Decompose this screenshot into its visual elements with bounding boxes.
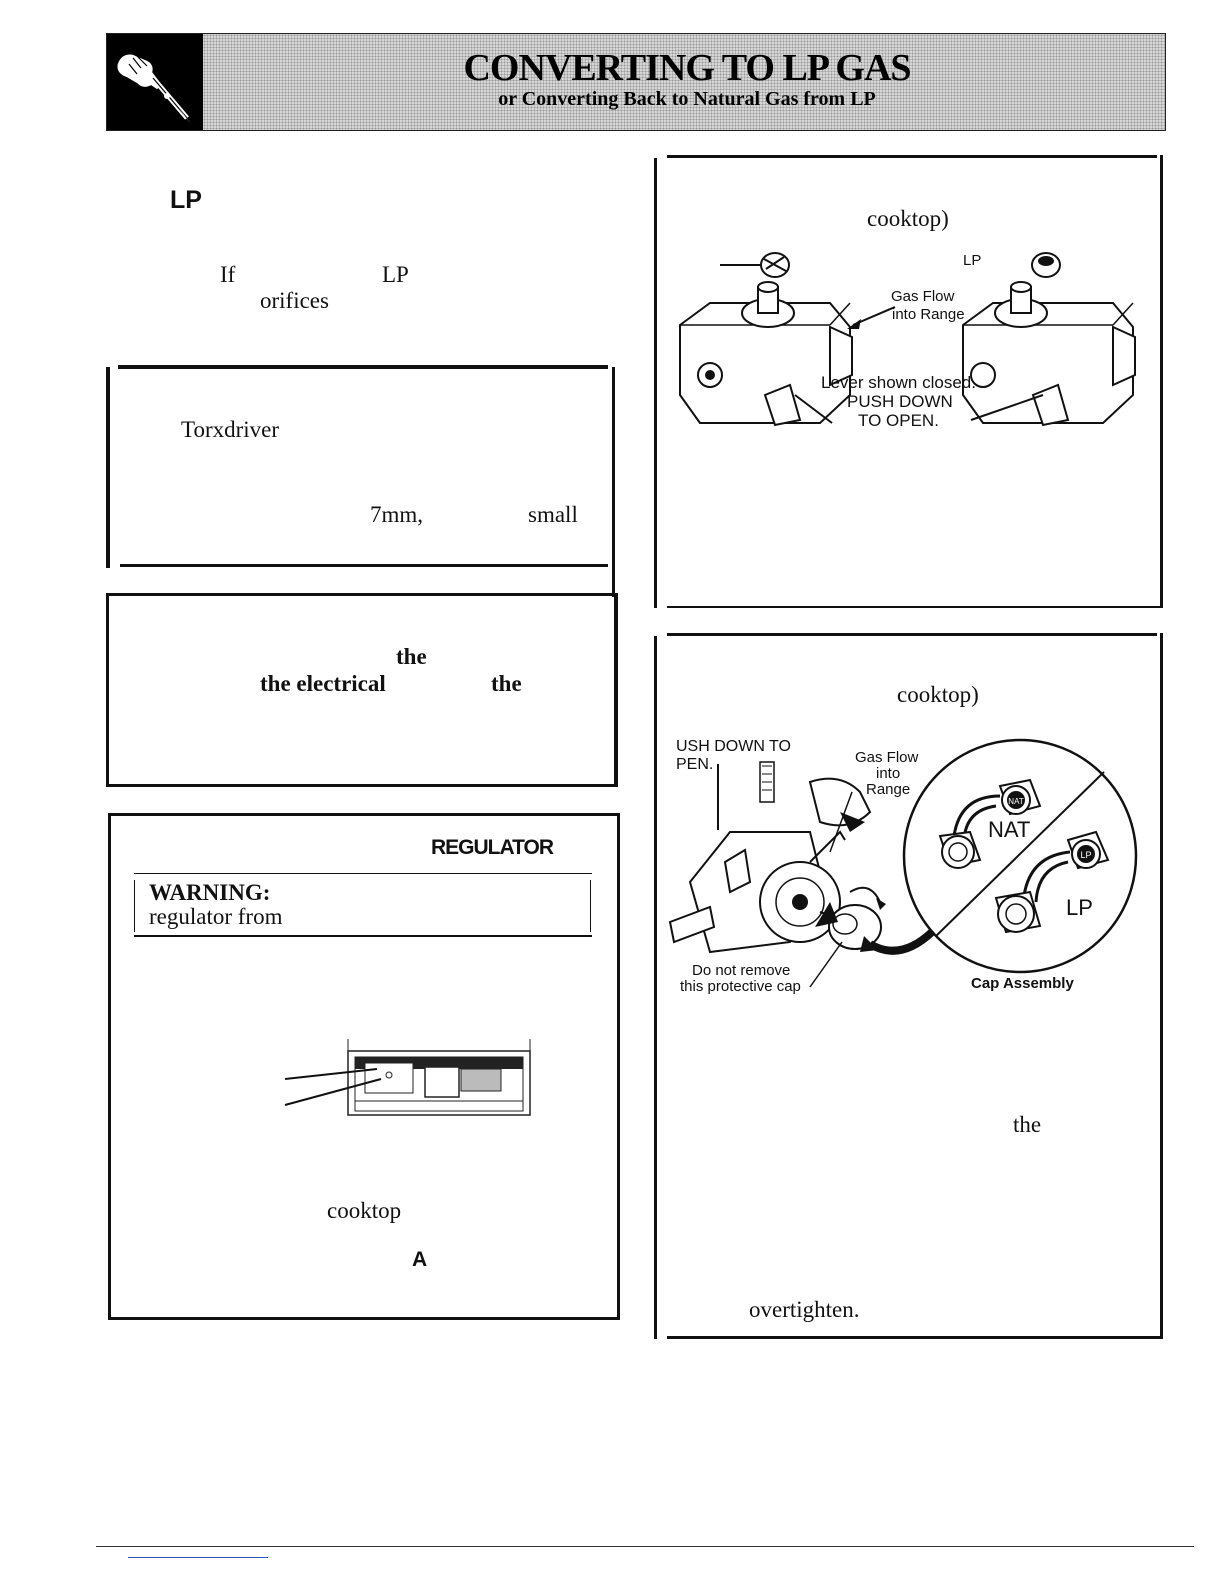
intro-fragment-orifices: orifices: [260, 288, 329, 313]
intro-fragment-if: If: [220, 262, 236, 287]
valve-label-gas-flow: Gas Flow: [891, 288, 955, 305]
tools-fragment-small: small: [528, 502, 578, 527]
cap-label-range: Range: [866, 781, 911, 798]
cap-label-nat: NAT: [988, 817, 1031, 842]
valve-label-into-range: into Range: [892, 306, 965, 323]
cap-assembly-inset: NAT LP: [902, 738, 1138, 974]
regulator-fragment-cooktop: cooktop: [327, 1198, 402, 1223]
lp-badge-text: LP: [1080, 850, 1091, 860]
footer-link-underline: [128, 1557, 268, 1558]
warning-text: regulator from: [149, 904, 283, 929]
valve-label-to-open: TO OPEN.: [858, 411, 939, 430]
cap-label-lp: LP: [1066, 895, 1093, 920]
cap-fragment-overtighten: overtighten.: [749, 1297, 860, 1322]
valve-label-lp: LP: [963, 252, 982, 269]
hand-tool-icon: [107, 34, 203, 130]
power-fragment-the-1: the: [396, 644, 427, 669]
tools-fragment-torxdriver: Torxdriver: [181, 417, 280, 442]
cap-label-pen: PEN.: [676, 756, 714, 773]
nat-badge-text: NAT: [1008, 797, 1024, 806]
cap-label-cap-assembly: Cap Assembly: [971, 975, 1074, 992]
regulator-fragment-a: A: [412, 1248, 428, 1271]
page-title: CONVERTING TO LP GAS: [463, 47, 911, 89]
warning-label: WARNING:: [149, 880, 271, 905]
valve-label-lever-closed: Lever shown closed.: [821, 373, 976, 392]
footer-rule: [96, 1546, 1194, 1547]
tools-fragment-7mm: 7mm,: [370, 502, 424, 527]
page-subtitle: or Converting Back to Natural Gas from L…: [498, 88, 876, 110]
cap-valve-drawing: [668, 761, 935, 988]
gas-flow-arrow: [847, 306, 896, 329]
cap-label-into: into: [876, 765, 901, 782]
regulator-heading: REGULATOR: [431, 836, 554, 859]
valve-lp-drawing: [962, 252, 1136, 427]
power-fragment-the-2: the: [491, 671, 522, 696]
cap-label-gas-flow: Gas Flow: [855, 749, 919, 766]
valve-fragment-cooktop: cooktop): [867, 206, 949, 231]
power-fragment-the-electrical: the electrical: [260, 671, 386, 696]
regulator-drawing: [284, 1039, 531, 1116]
lp-heading: LP: [170, 186, 202, 214]
cap-label-protective-cap: this protective cap: [680, 978, 801, 995]
intro-fragment-lp: LP: [382, 262, 409, 287]
cap-label-do-not-remove: Do not remove: [692, 962, 791, 979]
valve-label-push-down: PUSH DOWN: [847, 392, 953, 411]
cap-fragment-cooktop: cooktop): [897, 682, 979, 707]
cap-label-push-down: USH DOWN TO: [676, 738, 791, 755]
cap-fragment-the: the: [1013, 1112, 1042, 1137]
valve-nat-drawing: [679, 252, 853, 427]
header-banner: CONVERTING TO LP GAS or Converting Back …: [106, 33, 1166, 131]
